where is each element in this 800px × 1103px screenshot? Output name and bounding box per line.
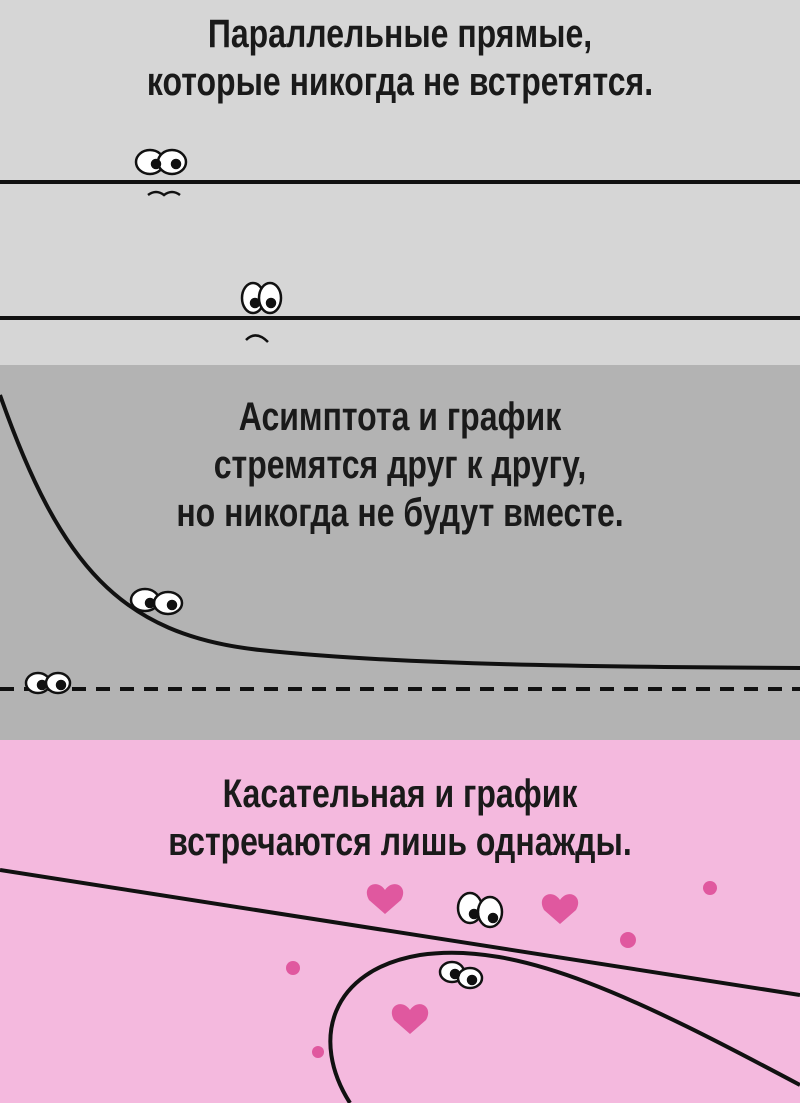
eyes-icon	[134, 148, 188, 197]
caption-line: которые никогда не встретятся.	[146, 60, 654, 104]
panel-caption: Параллельные прямые, которые никогда не …	[80, 10, 720, 106]
eyes-icon	[129, 587, 184, 616]
caption-line: Асимптота и график	[238, 395, 562, 439]
eyes-icon	[438, 960, 484, 990]
graph-curve	[328, 950, 800, 1103]
tangent-line	[0, 868, 800, 997]
parallel-lines-drawing	[0, 148, 800, 343]
asymptote-panel: Асимптота и график стремятся друг к друг…	[0, 365, 800, 740]
eyes-icon	[24, 671, 72, 695]
caption-line: но никогда не будут вместе.	[176, 491, 624, 535]
caption-line: встречаются лишь однажды.	[168, 820, 632, 864]
parallel-lines-panel: Параллельные прямые, которые никогда не …	[0, 0, 800, 365]
heart-icon	[286, 881, 717, 1058]
eyes-icon	[456, 891, 504, 929]
caption-line: Параллельные прямые,	[207, 12, 593, 56]
caption-line: Касательная и график	[222, 772, 578, 816]
tangent-drawing	[0, 868, 800, 1103]
eyes-icon	[240, 281, 283, 343]
tangent-panel: Касательная и график встречаются лишь од…	[0, 740, 800, 1103]
asymptote-drawing	[0, 394, 800, 695]
graph-curve	[0, 394, 800, 670]
caption-line: стремятся друг к другу,	[213, 443, 587, 487]
panel-caption: Асимптота и график стремятся друг к друг…	[80, 393, 720, 537]
panel-caption: Касательная и график встречаются лишь од…	[80, 770, 720, 866]
